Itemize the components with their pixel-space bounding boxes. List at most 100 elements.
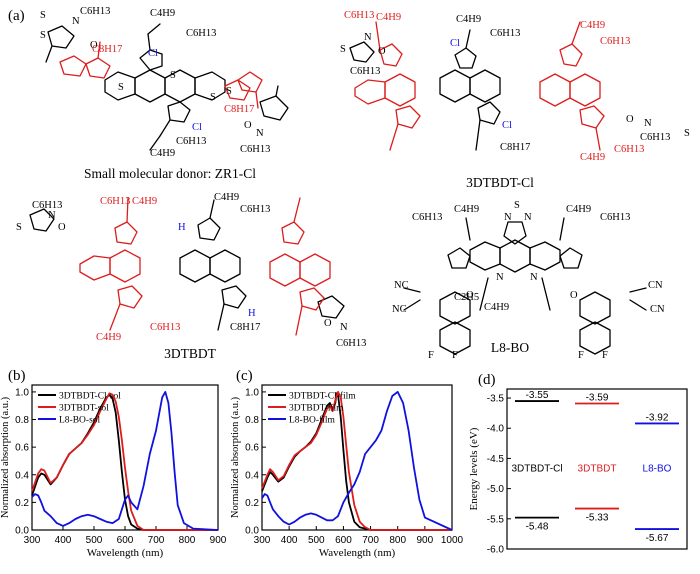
l8-bo-atom-s: S (514, 200, 520, 211)
category-label-0: 3DTBDT-Cl (511, 464, 562, 475)
3dtbdt-cl-atom-c4h9-a: C4H9 (456, 14, 482, 25)
l8-bo-atom-c6h13-b: C6H13 (600, 212, 631, 223)
x-tick-label: 900 (417, 535, 434, 546)
x-tick-label: 900 (210, 535, 227, 546)
l8-bo-atom-f4: F (602, 350, 608, 361)
zr1-cl-atom-n: N (72, 16, 80, 27)
l8-bo-atom-f2: F (452, 350, 458, 361)
x-tick-label: 800 (389, 535, 406, 546)
legend-label-2: L8-BO-film (289, 415, 336, 426)
y-tick-label: -3.5 (487, 394, 505, 405)
series-line-0 (261, 392, 452, 531)
3dtbdt-cl-atom-c6h13-d: C6H13 (600, 36, 631, 47)
legend-label-0: 3DTBDT-Cl-film (289, 391, 356, 402)
3dtbdt-cl-atom-c6h13-f: C6H13 (614, 144, 645, 155)
y-tick-label: 0.0 (245, 526, 259, 537)
3dtbdt-cl-atom-cl-a: Cl (450, 38, 460, 49)
zr1-cl-atom-cl-b: Cl (192, 122, 202, 133)
zr1-cl-atom-labels: S S O N C6H13 C4H9 C6H13 C8H17 C8H17 Cl … (0, 0, 700, 170)
y-tick-label: 0.4 (15, 470, 29, 481)
3dtbdt-cl-atom-c6h13-b: C6H13 (490, 28, 521, 39)
zr1-cl-atom-s6: S (226, 86, 232, 97)
l8-bo-atom-n3: N (496, 272, 504, 283)
3dtbdt-atom-n: N (48, 210, 56, 221)
series-line-2 (261, 390, 453, 531)
3dtbdt-cl-atom-c4h9-b: C4H9 (376, 12, 402, 23)
zr1-cl-atom-o: O (90, 40, 98, 51)
l8-bo-atom-n1: N (504, 212, 512, 223)
3dtbdt-cl-atom-labels: S O N C6H13 C4H9 C6H13 Cl Cl C8H17 C4H9 … (0, 0, 700, 170)
panel-label-a: (a) (8, 8, 25, 24)
l8-bo-atom-f1: F (428, 350, 434, 361)
3dtbdt-atom-c4h9-a: C4H9 (214, 192, 240, 203)
l8-bo-atom-cn-a: CN (648, 280, 663, 291)
homo-value-label-1: -5.33 (586, 513, 609, 524)
l8-bo-atom-f3: F (578, 350, 584, 361)
3dtbdt-cl-atom-c6h13-c: C6H13 (344, 10, 375, 21)
3dtbdt-atom-c4h9-b: C4H9 (132, 196, 158, 207)
x-tick-label: 800 (179, 535, 196, 546)
3dtbdt-atom-c6h13-c: C6H13 (100, 196, 131, 207)
x-tick-label: 400 (55, 535, 72, 546)
homo-value-label-0: -5.48 (526, 522, 549, 533)
l8-bo-atom-nc-b: NC (392, 304, 407, 315)
plot-frame (506, 388, 688, 550)
3dtbdt-atom-c6h13-b: C6H13 (240, 204, 271, 215)
caption-3dtbdt: 3DTBDT (164, 346, 216, 361)
3dtbdt-atom-c4h9-c: C4H9 (96, 332, 122, 343)
3dtbdt-cl-atom-n2: N (644, 118, 652, 129)
zr1-cl-atom-c8h17-a: C8H17 (92, 44, 123, 55)
3dtbdt-atom-c6h13-a: C6H13 (32, 200, 63, 211)
zr1-cl-atom-n2: N (256, 128, 264, 139)
plot-frame (261, 384, 453, 531)
y-axis-label: Normalized absorption (a.u.) (230, 396, 241, 518)
3dtbdt-cl-atom-s: S (340, 44, 346, 55)
legend-label-1: 3DTBDT-sol (59, 404, 109, 414)
lumo-value-label-1: -3.59 (586, 392, 609, 403)
y-tick-label: 0.8 (245, 415, 259, 426)
3dtbdt-atom-o2: O (324, 318, 332, 329)
y-axis-label: Energy levels (eV) (468, 427, 480, 510)
homo-value-label-2: -5.67 (646, 533, 669, 544)
x-tick-label: 1000 (441, 535, 464, 546)
y-tick-label: 0.2 (245, 498, 259, 509)
y-axis-label: Normalized absorption (a.u.) (0, 396, 11, 518)
y-tick-label: 0.6 (15, 443, 29, 454)
zr1-cl-skeleton (45, 23, 289, 151)
zr1-cl-atom-c6h13-b: C6H13 (186, 28, 217, 39)
y-tick-label: 1.0 (245, 387, 259, 398)
caption-zr1-cl: Small molecular donor: ZR1-Cl (83, 166, 257, 181)
legend-label-1: 3DTBDT-film (289, 403, 344, 414)
caption-3dtbdt-cl: 3DTBDT-Cl (466, 175, 534, 190)
x-axis-label: Wavelength (nm) (87, 547, 164, 559)
l8-bo-atom-c4h9-b: C4H9 (566, 204, 592, 215)
series-line-1 (261, 390, 452, 531)
category-label-2: L8-BO (643, 464, 672, 475)
l8-bo-atom-c4h9-c: C4H9 (484, 302, 510, 313)
3dtbdt-atom-s: S (16, 222, 22, 233)
zr1-cl-atom-c4h9-a: C4H9 (150, 8, 176, 19)
3dtbdt-cl-atom-c4h9-c: C4H9 (580, 20, 606, 31)
y-tick-label: -6.0 (487, 545, 505, 556)
zr1-cl-atom-cl-a: Cl (148, 48, 158, 59)
3dtbdt-cl-atom-c6h13-e: C6H13 (640, 132, 671, 143)
lumo-value-label-0: -3.55 (526, 390, 549, 401)
x-axis-label: Wavelength (nm) (319, 547, 396, 559)
panel-label-c: (c) (236, 368, 253, 384)
panel-label-b: (b) (8, 368, 26, 384)
3dtbdt-cl-atom-cl-b: Cl (502, 120, 512, 131)
l8-bo-atom-c4h9-a: C4H9 (454, 204, 480, 215)
3dtbdt-atom-h-b: H (248, 308, 256, 319)
lumo-value-label-2: -3.92 (646, 412, 669, 423)
x-tick-label: 500 (86, 535, 103, 546)
y-tick-label: 0.0 (15, 526, 29, 537)
l8-bo-atom-o2: O (570, 290, 578, 301)
y-tick-label: 0.2 (15, 498, 29, 509)
y-tick-label: 0.4 (245, 470, 259, 481)
l8-bo-atom-cn-b: CN (650, 304, 665, 315)
